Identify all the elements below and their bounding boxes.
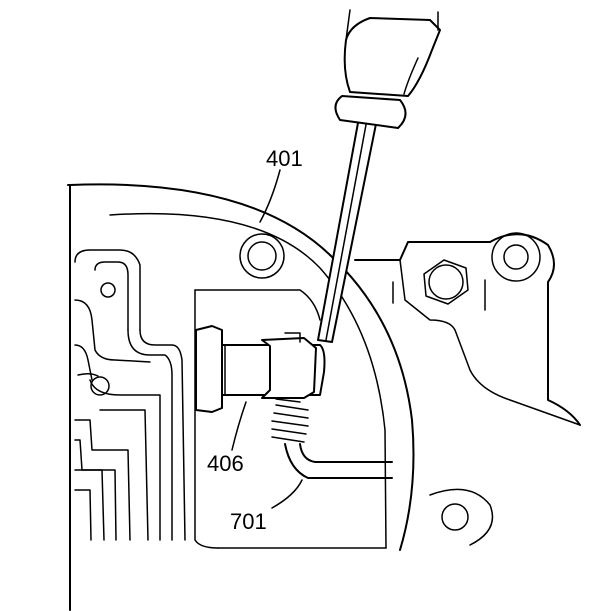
- valve-body-casting: [67, 183, 494, 611]
- bracket-with-bolt: [354, 232, 581, 426]
- screwdriver: [317, 9, 441, 343]
- callout-leaders: [231, 169, 303, 509]
- valve-406: [195, 325, 326, 413]
- oil-passages: [74, 249, 186, 541]
- callout-401: 401: [266, 146, 303, 171]
- spring-701: [271, 398, 393, 479]
- callout-406: 406: [207, 451, 244, 476]
- callout-701: 701: [230, 509, 267, 534]
